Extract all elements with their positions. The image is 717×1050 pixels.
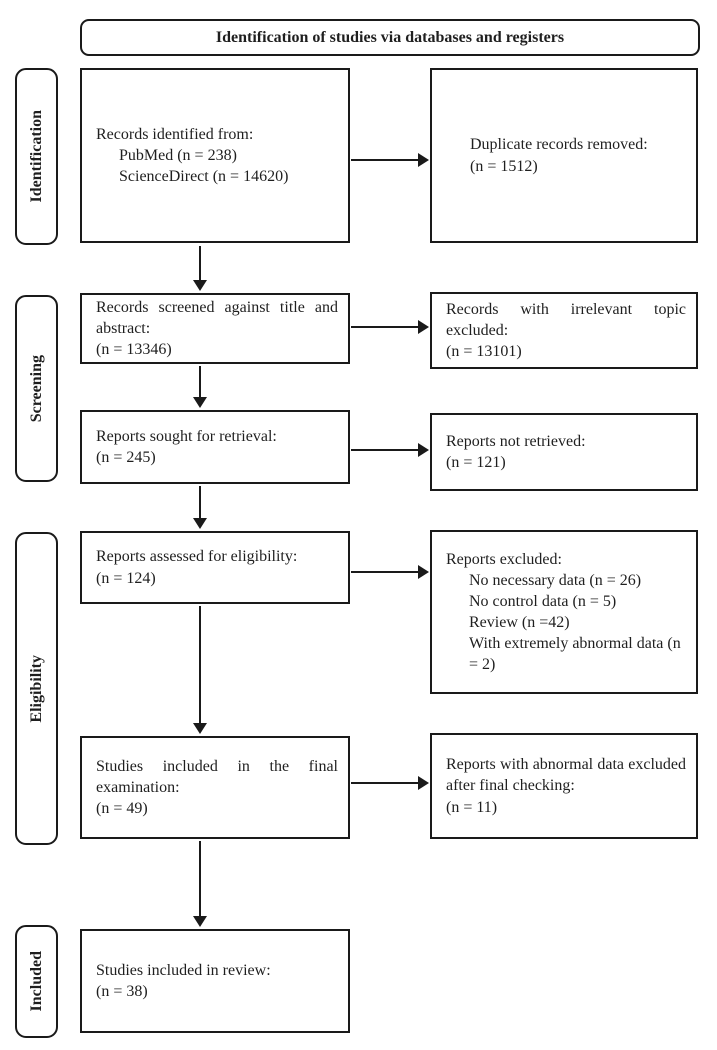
arrow-shaft [351, 159, 420, 161]
arrow-right-icon [418, 320, 429, 334]
arrow-assessed-to-final [193, 606, 207, 734]
arrow-shaft [199, 366, 201, 399]
reports-assessed-count: (n = 124) [96, 569, 156, 587]
stage-screening: Screening [15, 295, 58, 482]
reports-not-retrieved-text: Reports not retrieved: [446, 432, 586, 450]
diagram-title: Identification of studies via databases … [215, 28, 565, 46]
arrow-shaft [351, 782, 420, 784]
arrow-shaft [351, 326, 420, 328]
reports-sought-text: Reports sought for retrieval: [96, 427, 277, 445]
reports-assessed-text: Reports assessed for eligibility: [96, 548, 298, 566]
stage-identification: Identification [15, 68, 58, 245]
box-studies-final-examination: Studies included in the final examinatio… [80, 736, 350, 839]
reports-sought-count: (n = 245) [96, 449, 156, 466]
box-duplicates-removed: Duplicate records removed: (n = 1512) [430, 68, 698, 243]
stage-eligibility: Eligibility [15, 532, 58, 845]
stage-screening-label: Screening [27, 354, 45, 423]
irrelevant-excluded-count: (n = 13101) [446, 343, 522, 361]
box-reports-assessed: Reports assessed for eligibility: (n = 1… [80, 531, 350, 604]
records-screened-text: Records screened against title and abstr… [96, 298, 338, 337]
arrow-final-to-abnormal [351, 776, 429, 790]
arrow-identified-to-screened [193, 246, 207, 291]
reports-excluded-item-no-necessary-data: No necessary data (n = 26) [469, 571, 642, 589]
duplicates-removed-text: Duplicate records removed: [470, 136, 648, 154]
arrow-final-to-review [193, 841, 207, 927]
reports-not-retrieved-count: (n = 121) [446, 454, 506, 471]
box-reports-excluded: Reports excluded: No necessary data (n =… [430, 530, 698, 694]
abnormal-excluded-count: (n = 11) [446, 798, 498, 816]
arrow-sought-to-assessed [193, 486, 207, 529]
box-irrelevant-excluded: Records with irrelevant topic excluded: … [430, 292, 698, 369]
box-studies-in-review: Studies included in review: (n = 38) [80, 929, 350, 1033]
arrow-assessed-to-excluded [351, 565, 429, 579]
box-records-screened: Records screened against title and abstr… [80, 293, 350, 364]
studies-final-text: Studies included in the final examinatio… [96, 757, 338, 796]
stage-eligibility-label: Eligibility [27, 654, 45, 723]
reports-excluded-item-abnormal-data: With extremely abnormal data (n = 2) [469, 635, 681, 674]
arrow-shaft [199, 246, 201, 282]
arrow-shaft [351, 571, 420, 573]
arrow-shaft [199, 486, 201, 520]
stage-identification-label: Identification [27, 110, 45, 203]
reports-excluded-heading: Reports excluded: [446, 550, 562, 568]
arrow-screened-to-irrelevant [351, 320, 429, 334]
duplicates-removed-count: (n = 1512) [470, 157, 538, 175]
irrelevant-excluded-text: Records with irrelevant topic excluded: [446, 300, 686, 339]
arrow-screened-to-sought [193, 366, 207, 408]
studies-review-text: Studies included in review: [96, 961, 271, 979]
arrow-right-icon [418, 776, 429, 790]
reports-excluded-item-review: Review (n =42) [469, 614, 570, 631]
records-identified-heading: Records identified from: [96, 125, 254, 143]
arrow-down-icon [193, 723, 207, 734]
arrow-shaft [199, 841, 201, 918]
arrow-down-icon [193, 397, 207, 408]
records-identified-pubmed: PubMed (n = 238) [119, 146, 237, 164]
diagram-title-box: Identification of studies via databases … [80, 19, 700, 56]
studies-final-count: (n = 49) [96, 800, 148, 818]
stage-included: Included [15, 925, 58, 1038]
arrow-right-icon [418, 153, 429, 167]
box-reports-sought: Reports sought for retrieval: (n = 245) [80, 410, 350, 484]
reports-excluded-item-no-control-data: No control data (n = 5) [469, 592, 617, 610]
studies-review-count: (n = 38) [96, 983, 148, 1000]
records-screened-count: (n = 13346) [96, 341, 172, 359]
arrow-sought-to-not-retrieved [351, 443, 429, 457]
arrow-down-icon [193, 280, 207, 291]
records-identified-sciencedirect: ScienceDirect (n = 14620) [119, 168, 289, 186]
stage-included-label: Included [27, 951, 45, 1012]
arrow-right-icon [418, 443, 429, 457]
box-records-identified: Records identified from: PubMed (n = 238… [80, 68, 350, 243]
arrow-right-icon [418, 565, 429, 579]
abnormal-excluded-text: Reports with abnormal data excluded afte… [446, 756, 686, 795]
box-abnormal-excluded: Reports with abnormal data excluded afte… [430, 733, 698, 839]
arrow-down-icon [193, 916, 207, 927]
arrow-identified-to-duplicates [351, 153, 429, 167]
box-reports-not-retrieved: Reports not retrieved: (n = 121) [430, 413, 698, 491]
arrow-down-icon [193, 518, 207, 529]
arrow-shaft [351, 449, 420, 451]
arrow-shaft [199, 606, 201, 725]
